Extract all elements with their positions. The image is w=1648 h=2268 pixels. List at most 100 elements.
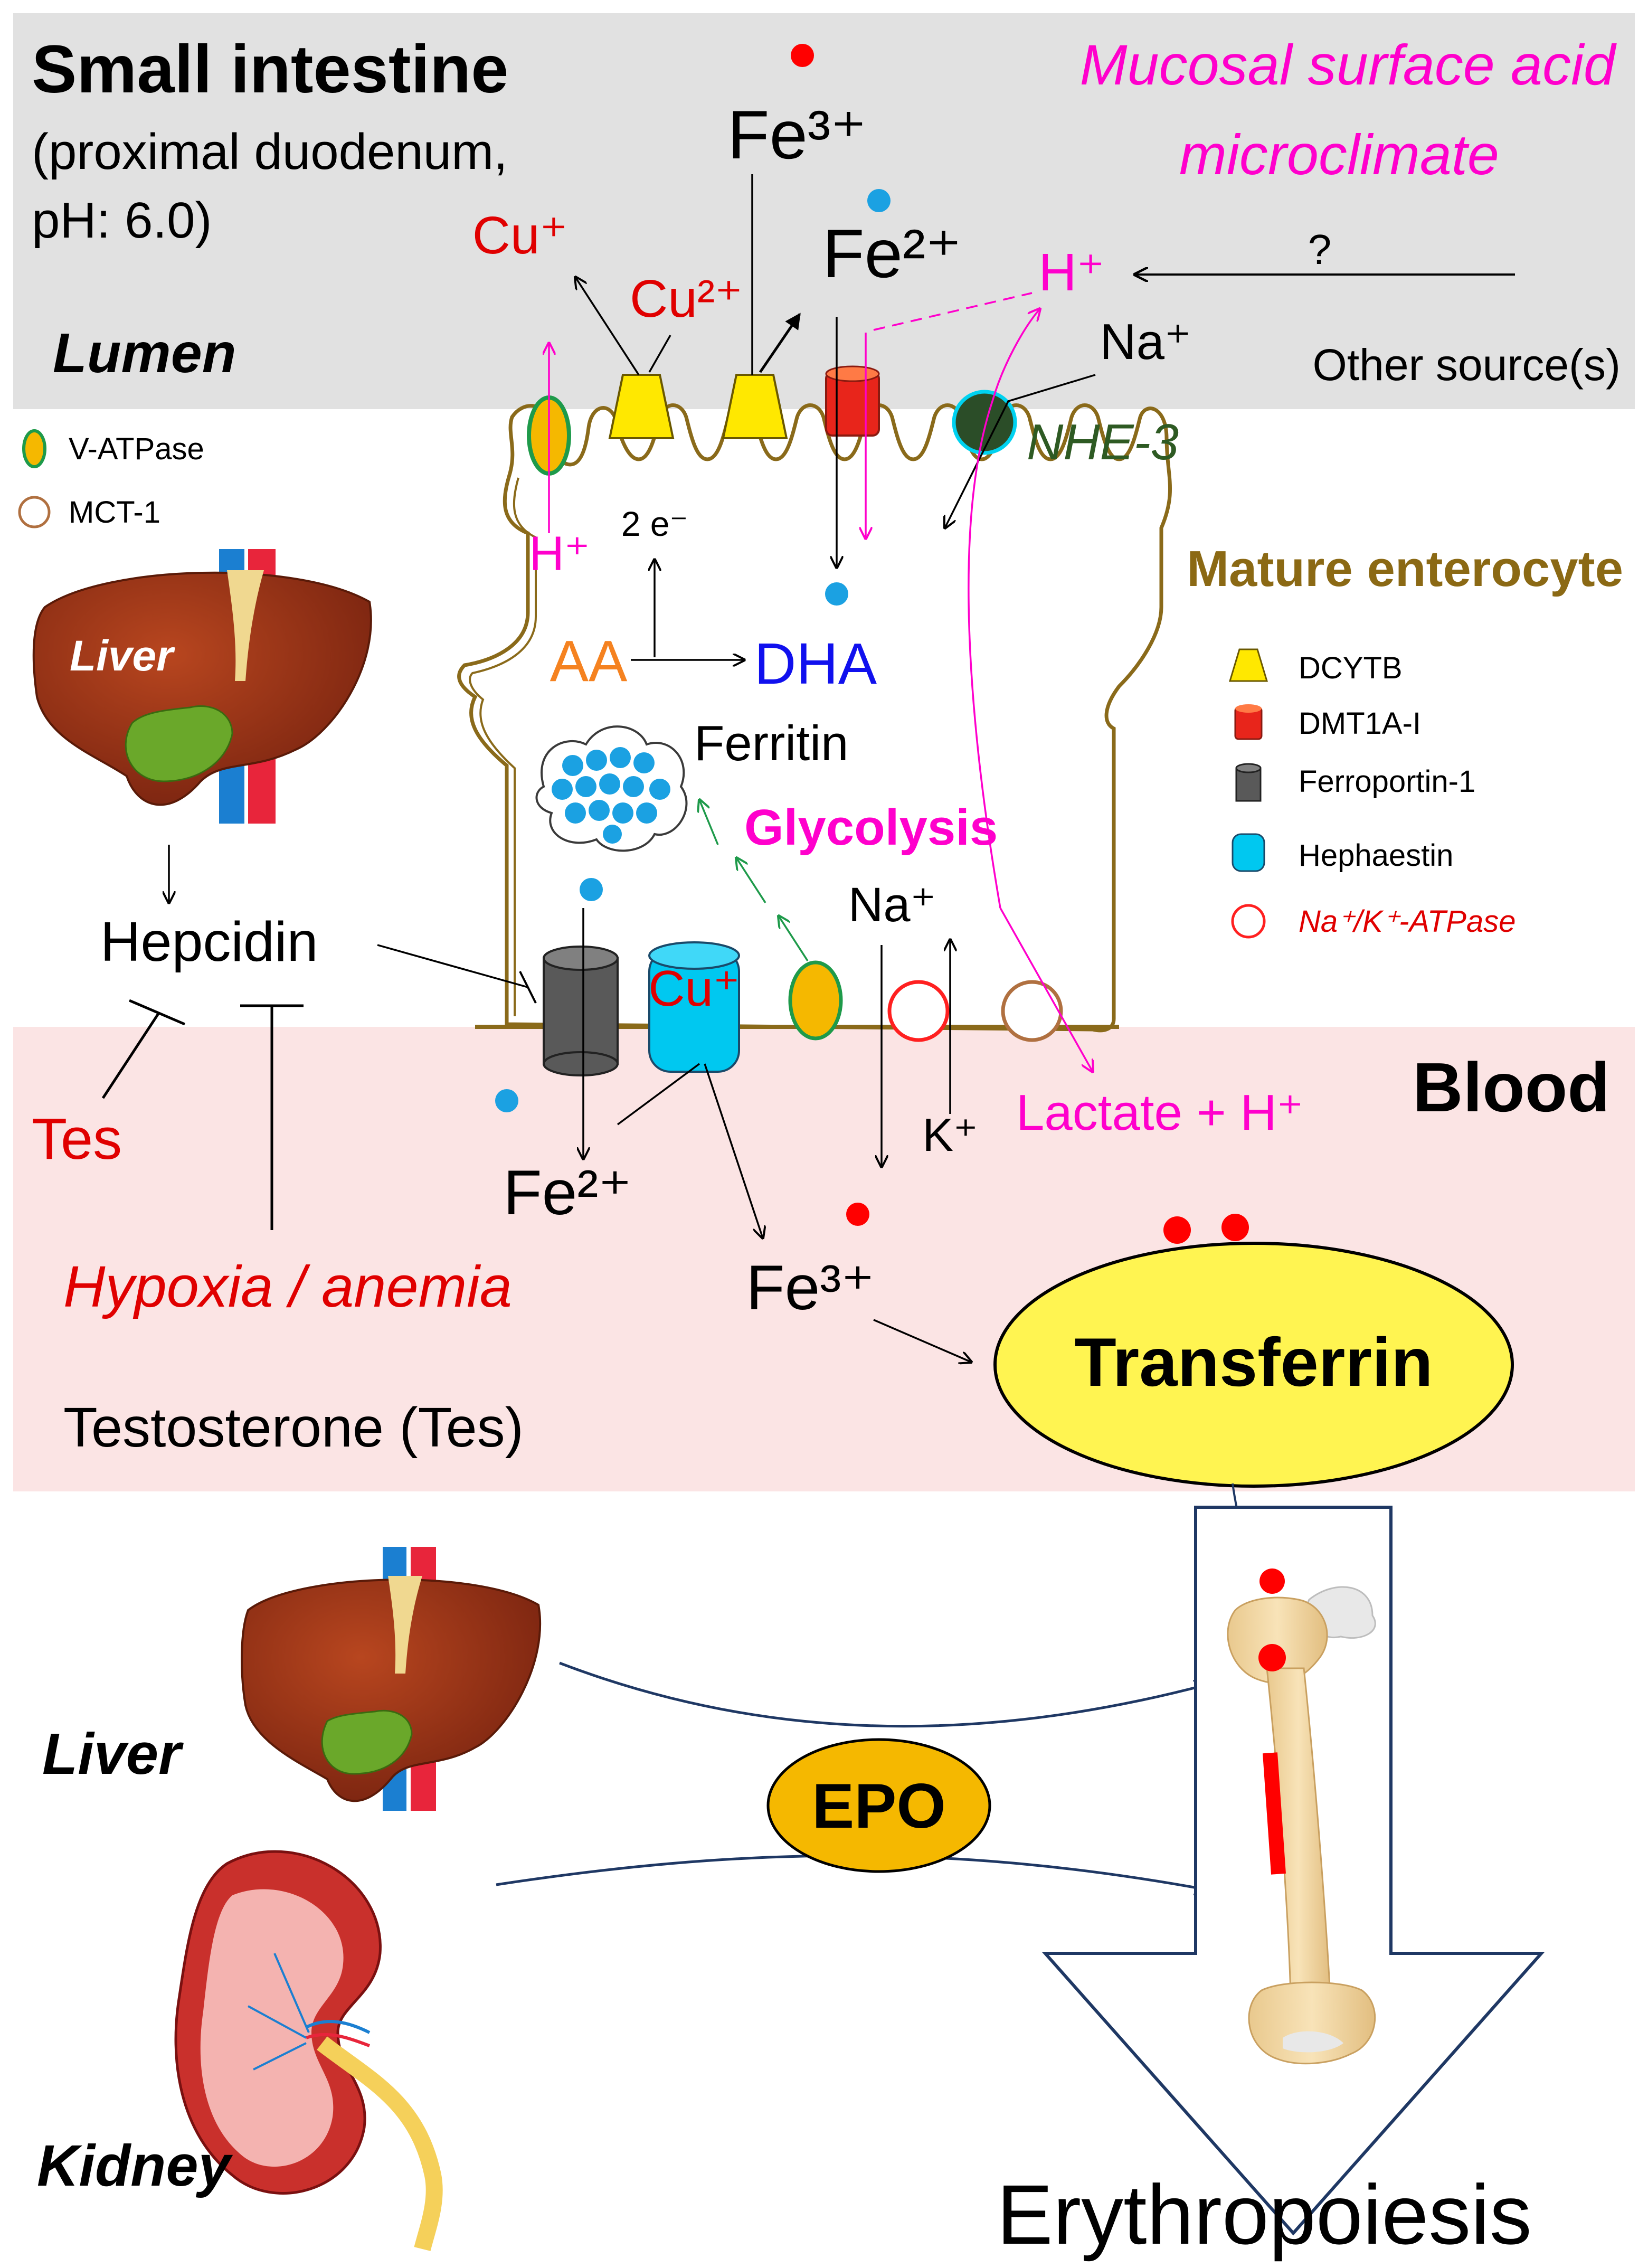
lumen-subtitle-line2: pH: 6.0) [32,192,212,249]
fe2-dot-blood [495,1089,518,1112]
epo-ellipse [766,1738,991,1873]
legend-left: V-ATPase MCT-1 [18,429,204,530]
fe3-lumen-label: Fe³⁺ [727,96,867,173]
nhe3-na-import-arrow [945,374,1096,528]
bone-marrow-bar [1263,1752,1286,1875]
transferrin-label: Transferrin [1074,1324,1433,1401]
fe2-dot-lumen [867,189,891,212]
k-plus-label: K⁺ [922,1109,978,1161]
fe2-dot-ferroportin [580,878,603,901]
ferritin-cluster [535,725,688,852]
ferroportin-icon [1235,763,1262,802]
legend-dcytb-label: DCYTB [1299,651,1403,685]
nhe3-label: NHE-3 [1027,414,1179,470]
hepcidin-inhibition-bar [519,971,537,1004]
legend-ferroportin-label: Ferroportin-1 [1299,764,1475,799]
kidney-illustration [174,1850,443,2251]
hephaestin-oxidation-line [617,1063,700,1126]
ferroportin-transporter [543,946,619,1076]
cu-plus-hephaestin-label: Cu⁺ [648,960,740,1017]
fe2-lumen-label: Fe²⁺ [822,215,962,292]
liver-bottom-illustration [241,1547,542,1811]
transferrin-ellipse [993,1242,1514,1488]
h-plus-cell-label: H⁺ [529,527,590,581]
dcytb-transporter-1 [608,374,675,439]
erythropoiesis-label: Erythropoiesis [997,2167,1532,2262]
nhe3-h-export-arrow [968,309,1040,909]
hephaestin-oxidation-arrow [704,1063,763,1238]
fe3-to-transferrin-arrow [873,1319,971,1362]
kidney-label: Kidney [37,2133,233,2198]
fe3-dot-lumen [791,44,814,67]
liver-top-illustration [32,549,372,824]
hepcidin-label: Hepcidin [100,911,318,973]
liver-bottom-label: Liver [42,1722,184,1787]
acid-microclimate-line2: microclimate [1179,122,1499,186]
cu2-lumen-label: Cu²⁺ [630,269,743,328]
cu-plus-lumen-label: Cu⁺ [472,206,568,265]
dha-label: DHA [754,631,877,696]
tes-inhibition-line [101,1013,160,1099]
two-electrons-label: 2 e⁻ [621,504,688,543]
nhe3-transporter [952,390,1017,455]
enterocyte-membrane-inner [469,477,537,1016]
bone-illustration [1227,1586,1376,2065]
ferritin-label: Ferritin [694,715,848,771]
fe2-blood-label: Fe²⁺ [503,1157,631,1228]
fe2-dot-cell [825,582,848,606]
dmt1-transporter [825,365,880,437]
hephaestin-transporter [648,941,740,1073]
blood-label: Blood [1413,1048,1610,1126]
v-atpase-icon [22,429,46,468]
fe3-blood-label: Fe³⁺ [746,1252,874,1323]
cu2-to-dcytb-line [648,335,671,373]
na-k-atpase-transporter [887,980,950,1042]
aa-label: AA [550,629,628,694]
glycolysis-arrow-2 [736,858,766,903]
v-atpase-basolateral [788,960,843,1041]
lumen-subtitle-line1: (proximal duodenum, [32,124,508,180]
testosterone-label: Testosterone (Tes) [63,1396,524,1459]
dcytb-transporter-2 [722,374,788,439]
mct1-icon [18,496,51,528]
glycolysis-arrow-3 [779,916,809,961]
glycolysis-label: Glycolysis [744,799,998,856]
bone-fe-dot-2 [1258,1644,1286,1671]
hypoxia-label: Hypoxia / anemia [63,1254,512,1319]
legend-right: DCYTB DMT1A-I Ferroportin-1 Hephaestin N… [1228,648,1516,939]
lumen-label: Lumen [53,322,236,384]
legend-dmt1-label: DMT1A-I [1299,706,1421,741]
fe3-dot-blood [846,1203,869,1226]
other-sources-label: Other source(s) [1313,340,1621,390]
dcytb-icon [1228,648,1268,682]
dmt1-icon [1234,704,1263,740]
transferrin-fe-dot-2 [1221,1214,1249,1241]
liver-epo-arrow [559,1661,1209,1728]
tes-label: Tes [32,1107,122,1171]
bone-fe-dot-1 [1259,1568,1285,1594]
mct1-transporter [1001,980,1063,1042]
legend-hephaestin-label: Hephaestin [1299,838,1453,873]
na-plus-lumen-label: Na⁺ [1100,314,1191,370]
na-k-atpase-icon [1231,904,1266,939]
question-mark: ? [1308,226,1332,273]
legend-v-atpase-label: V-ATPase [69,432,204,466]
mct1-lactate-arrow [999,908,1093,1072]
na-plus-cell-label: Na⁺ [848,878,936,932]
fe-reduction-arrow [759,313,801,373]
glycolysis-arrow-1 [699,800,719,845]
cu-reduction-arrow [575,277,640,375]
lactate-label: Lactate + H⁺ [1016,1084,1303,1141]
lumen-background [13,13,1635,409]
legend-na-k-atpase-label: Na⁺/K⁺-ATPase [1299,904,1516,939]
mature-enterocyte-title: Mature enterocyte [1187,541,1623,597]
h-plus-dashed-line [873,292,1033,331]
h-plus-lumen-label: H⁺ [1039,243,1105,302]
liver-top-label: Liver [70,632,175,680]
hepcidin-inhibition-line [377,944,528,988]
legend-mct1-label: MCT-1 [69,495,160,530]
hephaestin-icon [1232,833,1265,872]
tes-inhibition-bar [129,999,185,1026]
transferrin-fe-dot-1 [1163,1216,1191,1244]
